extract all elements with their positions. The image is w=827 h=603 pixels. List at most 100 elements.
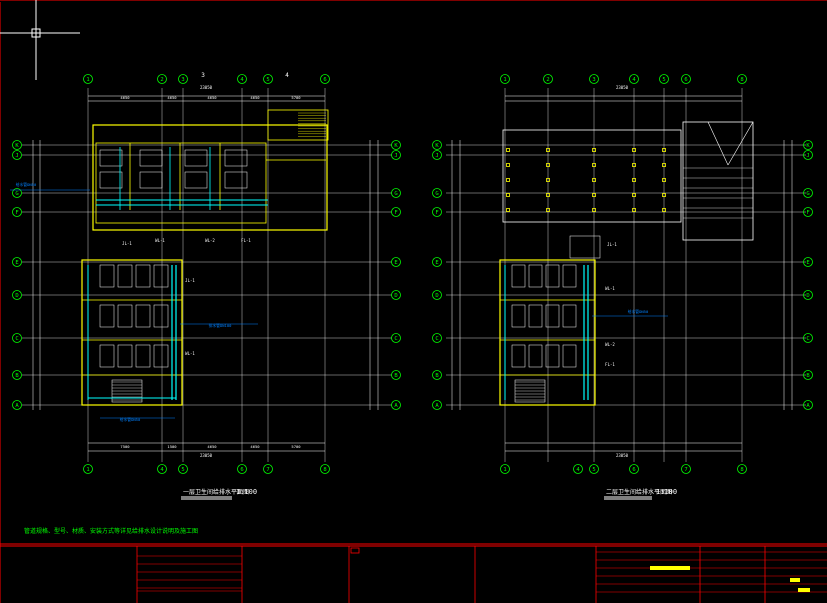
- fixture-stall: [99, 344, 115, 368]
- grid-bubble-right: [391, 400, 401, 410]
- grid-bubble-left-label: B: [15, 373, 19, 379]
- column-marker: [632, 178, 636, 182]
- fixture-stall: [511, 304, 526, 328]
- grid-bubble-right: [391, 188, 401, 198]
- grid-bubble-bottom: [237, 464, 247, 474]
- grid-bubble-left: [12, 140, 22, 150]
- pipe-annotation: 给水管DN50: [120, 417, 141, 422]
- grid-bubble-left-label: E: [15, 260, 18, 266]
- grid-bubble-top-label: 2: [160, 77, 163, 83]
- fixture-stall: [153, 304, 169, 328]
- grid-bubble-bottom: [629, 464, 639, 474]
- pipe-annotation: 给水管DN50: [16, 182, 37, 187]
- section-mark: 3: [201, 72, 205, 79]
- grid-bubble-bottom-label: 4: [160, 467, 164, 473]
- dimension-text: 4650: [207, 444, 217, 449]
- fixture-toilet: [139, 171, 163, 189]
- grid-bubble-bottom: [320, 464, 330, 474]
- fixture-stall: [153, 264, 169, 288]
- stair-outline: [682, 121, 754, 241]
- grid-bubble-right-label: A: [806, 403, 810, 409]
- grid-bubble-right-label: C: [806, 336, 809, 342]
- right-plan-title-group: 二层卫生间给排水平面图 1:100: [604, 488, 677, 500]
- fixture-toilet: [99, 171, 123, 189]
- roof-outline: [502, 129, 682, 223]
- stair-line: [727, 121, 754, 166]
- grid-bubble-top: [543, 74, 553, 84]
- fixture-stall: [135, 344, 151, 368]
- grid-bubble-left-label: E: [435, 260, 438, 266]
- grid-bubble-left-label: C: [435, 336, 438, 342]
- grid-bubble-right: [391, 140, 401, 150]
- column-marker: [506, 208, 510, 212]
- grid-bubble-bottom-label: 6: [632, 467, 635, 473]
- right-plan-scale: 1:100: [656, 488, 677, 496]
- grid-bubble-left-label: G: [15, 191, 18, 197]
- riser-label: JL-1: [185, 278, 195, 283]
- grid-bubble-left-label: A: [435, 403, 439, 409]
- column-marker: [546, 193, 550, 197]
- column-marker: [662, 148, 666, 152]
- grid-bubble-left: [12, 188, 22, 198]
- column-marker: [546, 163, 550, 167]
- fixture-stall: [528, 344, 543, 368]
- riser-label: WL-1: [605, 286, 615, 291]
- grid-bubble-right: [803, 188, 813, 198]
- grid-bubble-bottom: [500, 464, 510, 474]
- design-note: 管道规格、型号、材质、安装方式等详见给排水设计说明及施工图: [24, 527, 198, 535]
- column-marker: [592, 178, 596, 182]
- column-marker: [632, 148, 636, 152]
- riser-label: WL-2: [605, 342, 615, 347]
- grid-bubble-top-label: 6: [323, 77, 326, 83]
- cursor-crosshair-icon: [0, 0, 80, 80]
- column-marker: [592, 208, 596, 212]
- column-marker: [632, 193, 636, 197]
- grid-bubble-bottom: [573, 464, 583, 474]
- grid-bubble-right: [803, 400, 813, 410]
- grid-bubble-right: [391, 370, 401, 380]
- grid-bubble-left-label: K: [435, 143, 439, 149]
- wall-lower: [81, 259, 183, 406]
- grid-bubble-bottom-label: 1: [503, 467, 506, 473]
- stair-line: [707, 121, 729, 166]
- fixture-stall: [562, 344, 577, 368]
- grid-bubble-right-label: J: [806, 153, 809, 159]
- grid-bubble-top: [589, 74, 599, 84]
- dimension-text: 7500: [120, 444, 130, 449]
- grid-bubble-right-label: C: [394, 336, 397, 342]
- fixture-stall: [99, 264, 115, 288]
- column-marker: [506, 163, 510, 167]
- grid-bubble-bottom-label: 7: [684, 467, 687, 473]
- wall-upper: [92, 124, 328, 231]
- grid-bubble-right-label: E: [806, 260, 809, 266]
- fixture-stall: [511, 264, 526, 288]
- grid-bubble-left: [12, 400, 22, 410]
- grid-bubble-bottom: [263, 464, 273, 474]
- riser-label: JL-1: [607, 242, 617, 247]
- grid-bubble-left-label: G: [435, 191, 438, 197]
- column-marker: [662, 178, 666, 182]
- grid-bubble-left-label: C: [15, 336, 18, 342]
- grid-bubble-bottom: [178, 464, 188, 474]
- title-highlight: [650, 566, 690, 570]
- column-marker: [662, 163, 666, 167]
- fixture-stall: [545, 264, 560, 288]
- fixture-toilet: [184, 171, 208, 189]
- corridor: [569, 235, 601, 259]
- fixture-toilet: [224, 149, 248, 167]
- grid-bubble-top: [320, 74, 330, 84]
- fixture-stall: [117, 264, 133, 288]
- fixture-toilet: [99, 149, 123, 167]
- column-marker: [506, 178, 510, 182]
- riser-label: WL-1: [155, 238, 165, 243]
- grid-bubble-top-label: 1: [86, 77, 89, 83]
- grid-bubble-right-label: B: [394, 373, 398, 379]
- title-highlight: [798, 588, 810, 592]
- grid-bubble-bottom: [681, 464, 691, 474]
- dimension-total: 23050: [616, 85, 629, 90]
- grid-bubble-left: [432, 257, 442, 267]
- column-marker: [592, 148, 596, 152]
